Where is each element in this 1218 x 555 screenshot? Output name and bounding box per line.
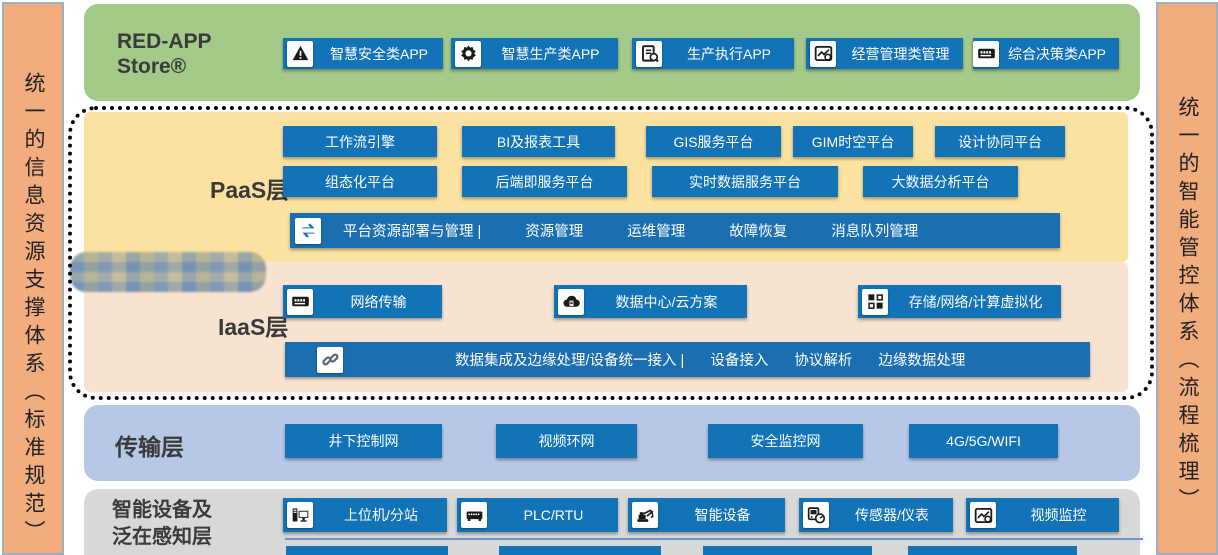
device-button-sensor[interactable]: 传感器/仪表 bbox=[799, 498, 953, 532]
gauge-icon bbox=[803, 502, 829, 528]
transport-title: 传输层 bbox=[115, 434, 184, 460]
device-button-host[interactable]: 上位机/分站 bbox=[283, 498, 447, 532]
iaas-integration-bar[interactable]: 数据集成及边缘处理/设备统一接入 | 设备接入 协议解析 边缘数据处理 bbox=[285, 342, 1090, 377]
warning-icon bbox=[287, 40, 313, 67]
paas-title: PaaS层 bbox=[210, 177, 290, 203]
paas-bar-item: 资源管理 bbox=[525, 224, 584, 240]
devices-title: 智能设备及泛在感知层 bbox=[112, 499, 212, 548]
monitor-chart-icon bbox=[970, 502, 996, 528]
excavator-icon bbox=[632, 502, 658, 528]
grid-icon bbox=[862, 288, 888, 315]
paas-button-design[interactable]: 设计协同平台 bbox=[935, 126, 1065, 157]
right-sidebar-text: 统一的智能管控体系（流程梳理） bbox=[1176, 96, 1199, 516]
iaas-bar-label: 数据集成及边缘处理/设备统一接入 | bbox=[455, 353, 685, 369]
app-store-title: RED-APP Store® bbox=[117, 30, 212, 78]
cloud-icon bbox=[558, 288, 584, 315]
device-button-plc[interactable]: PLC/RTU bbox=[457, 498, 618, 532]
chart-icon bbox=[810, 40, 836, 67]
paas-button-baas[interactable]: 后端即服务平台 bbox=[462, 166, 627, 197]
doc-icon bbox=[636, 40, 662, 67]
app-button-decision[interactable]: 综合决策类APP bbox=[973, 38, 1119, 69]
device-row2-stub[interactable] bbox=[286, 546, 448, 555]
left-sidebar-text: 统一的信息资源支撑体系（标准规范） bbox=[22, 72, 45, 548]
app-button-safety[interactable]: 智慧安全类APP bbox=[283, 38, 443, 69]
paas-button-bi[interactable]: BI及报表工具 bbox=[462, 126, 615, 157]
redacted-watermark bbox=[70, 252, 266, 292]
paas-button-gim[interactable]: GIM时空平台 bbox=[793, 126, 913, 157]
app-button-production[interactable]: 智慧生产类APP bbox=[451, 38, 618, 69]
app-button-management[interactable]: 经营管理类管理 bbox=[806, 38, 963, 69]
iaas-button-datacenter[interactable]: 数据中心/云方案 bbox=[554, 285, 747, 318]
link-icon bbox=[317, 346, 343, 373]
iaas-bar-item: 设备接入 bbox=[710, 353, 769, 369]
paas-button-gis[interactable]: GIS服务平台 bbox=[646, 126, 781, 157]
iaas-button-network[interactable]: 网络传输 bbox=[283, 285, 442, 318]
gear-icon bbox=[455, 40, 481, 67]
plc-icon bbox=[461, 502, 487, 528]
device-row2-stub[interactable] bbox=[499, 546, 661, 555]
device-button-video-surveillance[interactable]: 视频监控 bbox=[966, 498, 1119, 532]
paas-button-configurable[interactable]: 组态化平台 bbox=[283, 166, 437, 197]
right-sidebar-panel: 统一的智能管控体系（流程梳理） bbox=[1156, 2, 1218, 555]
app-button-execution[interactable]: 生产执行APP bbox=[632, 38, 794, 69]
paas-button-workflow[interactable]: 工作流引擎 bbox=[283, 126, 437, 157]
transport-button-safety-monitoring[interactable]: 安全监控网 bbox=[708, 424, 863, 458]
device-row2-stub[interactable] bbox=[908, 546, 1077, 555]
paas-bar-label: 平台资源部署与管理 | bbox=[343, 224, 482, 240]
paas-bar-item: 消息队列管理 bbox=[831, 224, 919, 240]
paas-button-bigdata[interactable]: 大数据分析平台 bbox=[863, 166, 1018, 197]
iaas-bar-item: 协议解析 bbox=[794, 353, 853, 369]
computer-icon bbox=[287, 502, 313, 528]
iaas-title: IaaS层 bbox=[218, 314, 289, 340]
devices-separator-line bbox=[285, 538, 1143, 540]
transport-button-video-ring[interactable]: 视频环网 bbox=[496, 424, 637, 458]
left-sidebar-panel: 统一的信息资源支撑体系（标准规范） bbox=[2, 2, 64, 555]
device-row2-stub[interactable] bbox=[703, 546, 872, 555]
iaas-button-virtualization[interactable]: 存储/网络/计算虚拟化 bbox=[858, 285, 1061, 318]
paas-button-realtime-data[interactable]: 实时数据服务平台 bbox=[652, 166, 838, 197]
paas-bar-item: 故障恢复 bbox=[729, 224, 788, 240]
keyboard-icon bbox=[287, 288, 313, 315]
paas-bar-item: 运维管理 bbox=[627, 224, 686, 240]
iaas-bar-item: 边缘数据处理 bbox=[878, 353, 966, 369]
transport-button-wireless[interactable]: 4G/5G/WIFI bbox=[909, 424, 1058, 458]
device-button-smart-equipment[interactable]: 智能设备 bbox=[628, 498, 785, 532]
keyboard-icon bbox=[973, 40, 999, 67]
paas-resource-bar[interactable]: 平台资源部署与管理 | 资源管理 运维管理 故障恢复 消息队列管理 bbox=[290, 213, 1060, 248]
transport-button-underground-control[interactable]: 井下控制网 bbox=[285, 424, 442, 458]
sync-icon bbox=[295, 217, 321, 244]
